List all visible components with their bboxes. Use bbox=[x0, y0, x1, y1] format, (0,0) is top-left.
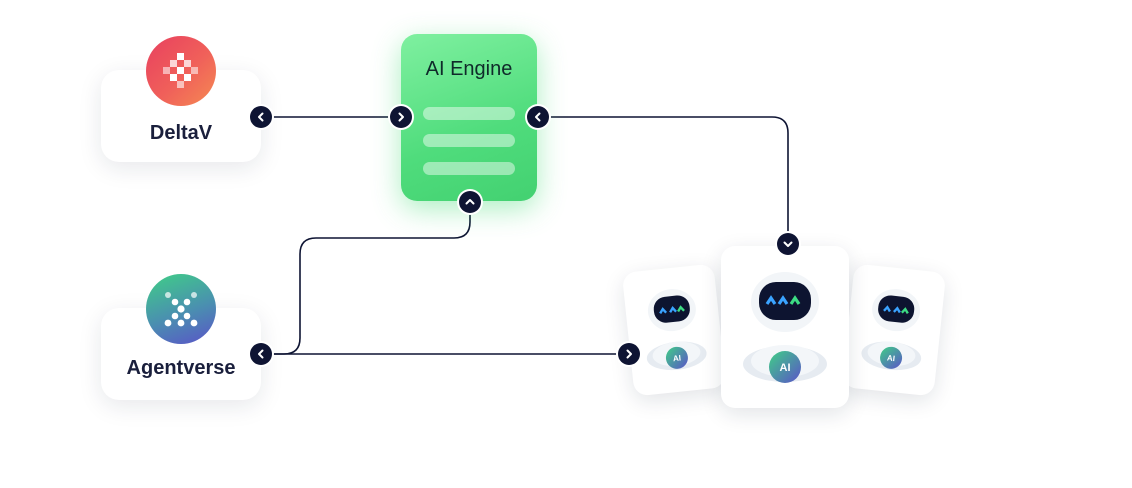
agent-card-center[interactable]: AI bbox=[721, 246, 849, 408]
robot-agent-icon: AI bbox=[646, 289, 707, 371]
ai-engine-title: AI Engine bbox=[425, 58, 513, 80]
svg-text:AI: AI bbox=[887, 353, 896, 363]
chevron-up-icon bbox=[465, 199, 475, 205]
chevron-left-icon bbox=[258, 349, 264, 359]
chevron-left-icon bbox=[535, 112, 541, 122]
svg-text:AI: AI bbox=[673, 353, 682, 363]
deltav-label: DeltaV bbox=[149, 122, 213, 144]
svg-text:AI: AI bbox=[780, 362, 791, 374]
deltav-logo-icon bbox=[146, 36, 216, 106]
agentverse-logo-icon bbox=[146, 274, 216, 344]
chevron-right-icon bbox=[398, 112, 404, 122]
robot-agent-icon: AI bbox=[743, 272, 827, 383]
agent-card-right[interactable]: AI bbox=[841, 263, 947, 397]
connector-agents-in-top[interactable] bbox=[777, 233, 799, 255]
connector-engine-in-left[interactable] bbox=[390, 106, 412, 128]
connector-agentverse-out[interactable] bbox=[250, 343, 272, 365]
chevron-left-icon bbox=[258, 112, 264, 122]
chevron-down-icon bbox=[783, 241, 793, 247]
agentverse-label: Agentverse bbox=[126, 357, 236, 379]
line-agentverse-engine bbox=[262, 202, 471, 355]
connector-engine-out-right[interactable] bbox=[527, 106, 549, 128]
engine-bar-2 bbox=[423, 134, 515, 147]
robot-agent-icon: AI bbox=[861, 289, 922, 371]
connector-deltav-out[interactable] bbox=[250, 106, 272, 128]
line-engine-agents bbox=[538, 116, 789, 244]
agent-card-left[interactable]: AI bbox=[621, 263, 727, 397]
chevron-right-icon bbox=[626, 349, 632, 359]
engine-bar-3 bbox=[423, 162, 515, 175]
connector-engine-out-bottom[interactable] bbox=[459, 191, 481, 213]
engine-bar-1 bbox=[423, 107, 515, 120]
ai-engine-node[interactable]: AI Engine bbox=[401, 34, 537, 201]
connector-agents-in-left[interactable] bbox=[618, 343, 640, 365]
